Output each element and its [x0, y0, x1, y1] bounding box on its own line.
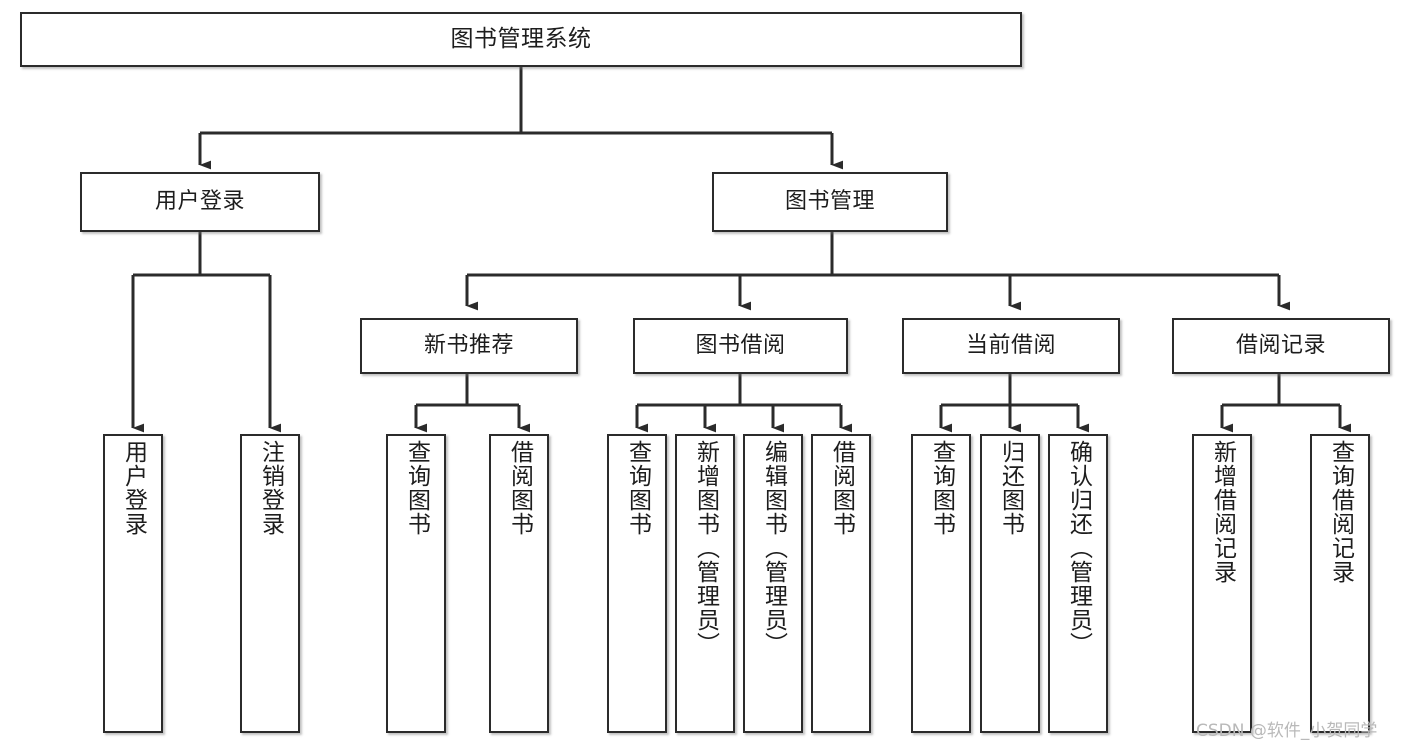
node-new-book-recommend-label: 新书推荐	[423, 333, 514, 359]
node-book-management-label: 图书管理	[784, 189, 875, 215]
node-leaf-borrow-book-1-label: 借阅图书	[506, 440, 533, 536]
node-leaf-user-login-label: 用户登录	[120, 440, 147, 536]
node-leaf-edit-book-label: 编辑图书（管理员）	[760, 440, 787, 656]
csdn-watermark: CSDN @软件_小贺同学	[1196, 721, 1378, 741]
node-borrow-record[interactable]: 借阅记录	[1172, 318, 1390, 374]
node-book-borrow[interactable]: 图书借阅	[633, 318, 848, 374]
node-leaf-query-record[interactable]: 查询借阅记录	[1310, 434, 1370, 733]
node-leaf-logout[interactable]: 注销登录	[240, 434, 300, 733]
node-user-login[interactable]: 用户登录	[80, 172, 320, 232]
node-leaf-query-book-1-label: 查询图书	[403, 440, 430, 536]
node-current-borrow[interactable]: 当前借阅	[902, 318, 1120, 374]
node-leaf-logout-label: 注销登录	[257, 440, 284, 536]
node-leaf-query-book-1[interactable]: 查询图书	[386, 434, 446, 733]
node-leaf-add-book-label: 新增图书（管理员）	[692, 440, 719, 656]
node-current-borrow-label: 当前借阅	[965, 333, 1056, 359]
node-root[interactable]: 图书管理系统	[20, 12, 1022, 67]
node-leaf-query-record-label: 查询借阅记录	[1327, 440, 1354, 584]
node-leaf-return-book-label: 归还图书	[997, 440, 1024, 536]
node-leaf-query-book-2[interactable]: 查询图书	[607, 434, 667, 733]
node-leaf-query-book-3[interactable]: 查询图书	[911, 434, 971, 733]
node-leaf-borrow-book-2[interactable]: 借阅图书	[811, 434, 871, 733]
node-leaf-add-book[interactable]: 新增图书（管理员）	[675, 434, 735, 733]
node-leaf-add-record-label: 新增借阅记录	[1209, 440, 1236, 584]
node-leaf-confirm-return-label: 确认归还（管理员）	[1065, 440, 1092, 656]
node-leaf-add-record[interactable]: 新增借阅记录	[1192, 434, 1252, 733]
node-leaf-query-book-3-label: 查询图书	[928, 440, 955, 536]
node-book-management[interactable]: 图书管理	[712, 172, 948, 232]
node-leaf-query-book-2-label: 查询图书	[624, 440, 651, 536]
node-root-label: 图书管理系统	[450, 25, 592, 52]
node-leaf-return-book[interactable]: 归还图书	[980, 434, 1040, 733]
node-leaf-confirm-return[interactable]: 确认归还（管理员）	[1048, 434, 1108, 733]
node-new-book-recommend[interactable]: 新书推荐	[360, 318, 578, 374]
node-leaf-borrow-book-1[interactable]: 借阅图书	[489, 434, 549, 733]
node-book-borrow-label: 图书借阅	[695, 333, 786, 359]
node-borrow-record-label: 借阅记录	[1235, 333, 1326, 359]
node-leaf-borrow-book-2-label: 借阅图书	[828, 440, 855, 536]
node-leaf-user-login[interactable]: 用户登录	[103, 434, 163, 733]
node-leaf-edit-book[interactable]: 编辑图书（管理员）	[743, 434, 803, 733]
node-user-login-label: 用户登录	[154, 189, 245, 215]
